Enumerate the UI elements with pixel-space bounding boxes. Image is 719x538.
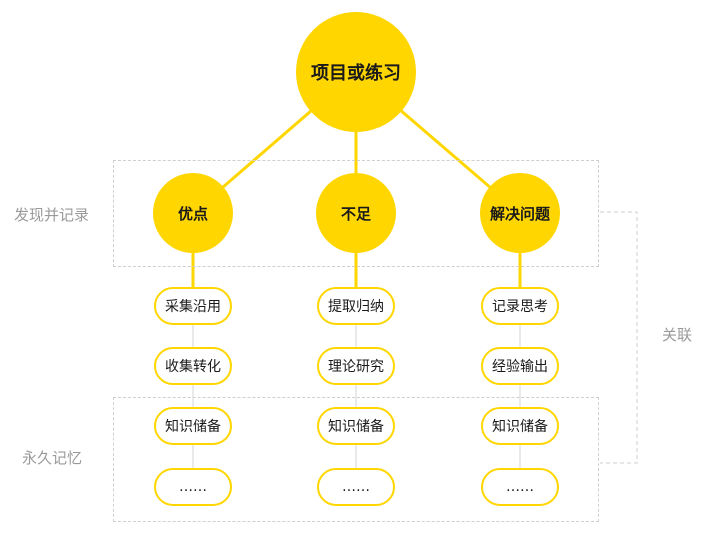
item-label: 理论研究 xyxy=(328,359,384,375)
discover-record-label: 发现并记录 xyxy=(14,206,90,224)
group-node-1-label: 优点 xyxy=(177,204,208,223)
item-pill-3-2: 经验输出 xyxy=(481,347,559,385)
group-node-1: 优点 xyxy=(153,173,233,253)
item-label: 知识储备 xyxy=(165,419,221,435)
item-pill-2-4: …… xyxy=(317,468,395,506)
item-label: …… xyxy=(506,479,534,495)
item-label: 采集沿用 xyxy=(165,299,221,315)
item-label: 提取归纳 xyxy=(328,299,384,315)
item-pill-1-2: 收集转化 xyxy=(154,347,232,385)
permanent-memory-label: 永久记忆 xyxy=(22,449,83,467)
relate-bracket xyxy=(600,211,638,464)
item-label: 经验输出 xyxy=(492,359,548,375)
item-pill-1-4: …… xyxy=(154,468,232,506)
item-label: 知识储备 xyxy=(328,419,384,435)
group-node-3: 解决问题 xyxy=(480,173,560,253)
root-node: 项目或练习 xyxy=(296,12,416,132)
item-pill-3-3: 知识储备 xyxy=(481,407,559,445)
group-node-2-label: 不足 xyxy=(340,204,371,223)
item-label: 知识储备 xyxy=(492,419,548,435)
discover-record-box xyxy=(113,160,599,267)
item-label: 记录思考 xyxy=(492,299,548,315)
item-pill-2-3: 知识储备 xyxy=(317,407,395,445)
root-node-label: 项目或练习 xyxy=(311,63,401,84)
item-pill-3-1: 记录思考 xyxy=(481,287,559,325)
item-pill-3-4: …… xyxy=(481,468,559,506)
permanent-memory-box xyxy=(113,397,599,522)
item-pill-2-1: 提取归纳 xyxy=(317,287,395,325)
relate-label: 关联 xyxy=(662,326,693,344)
item-pill-2-2: 理论研究 xyxy=(317,347,395,385)
item-pill-1-1: 采集沿用 xyxy=(154,287,232,325)
item-label: …… xyxy=(342,479,370,495)
item-pill-1-3: 知识储备 xyxy=(154,407,232,445)
item-label: …… xyxy=(179,479,207,495)
item-label: 收集转化 xyxy=(165,359,221,375)
group-node-2: 不足 xyxy=(316,173,396,253)
group-node-3-label: 解决问题 xyxy=(489,204,550,223)
